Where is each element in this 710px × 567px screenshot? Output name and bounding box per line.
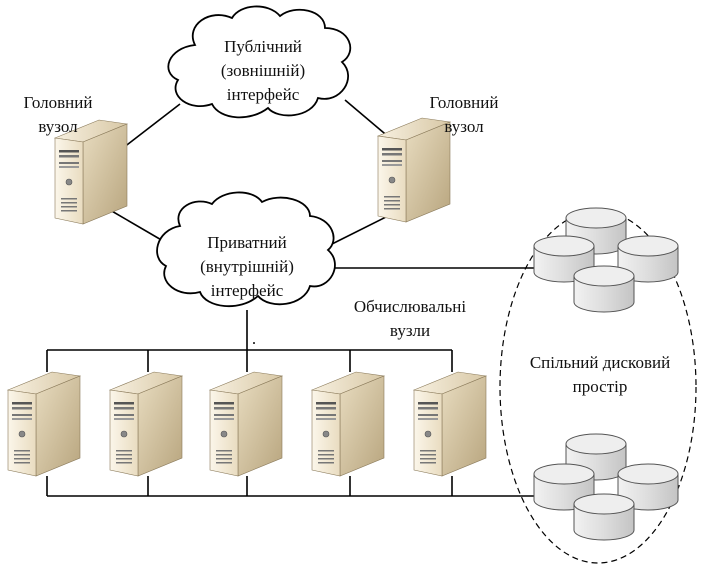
public-label-line2: (зовнішній)	[221, 61, 305, 80]
disk-group-top	[533, 207, 679, 313]
private-label-line2: (внутрішній)	[200, 257, 294, 276]
compute-label-line1: Обчислювальні	[354, 297, 466, 316]
compute-node-4-server-icon	[311, 371, 385, 477]
network-lines	[46, 99, 545, 497]
disk-icon	[573, 265, 635, 313]
compute-node-5-server-icon	[413, 371, 487, 477]
compute-label-line2: вузли	[390, 321, 430, 340]
public-label-line3: інтерфейс	[227, 85, 300, 104]
stray-dot: .	[252, 329, 256, 348]
compute-node-3-server-icon	[209, 371, 283, 477]
head-right-label-line1: Головний	[430, 93, 499, 112]
disk-icon	[573, 493, 635, 541]
head-left-label-line2: вузол	[38, 117, 78, 136]
storage-label-line2: простір	[573, 377, 628, 396]
private-label-line1: Приватний	[207, 233, 287, 252]
compute-node-2-server-icon	[109, 371, 183, 477]
storage-boundary	[499, 210, 697, 564]
compute-node-1-server-icon	[7, 371, 81, 477]
private-label-line3: інтерфейс	[211, 281, 284, 300]
public-cloud	[167, 5, 352, 119]
head-node-right-server-icon	[377, 117, 451, 223]
head-right-label-line2: вузол	[444, 117, 484, 136]
disk-group-bottom	[533, 433, 679, 541]
storage-label-line1: Спільний дисковий	[530, 353, 670, 372]
private-cloud	[156, 191, 336, 308]
head-left-label-line1: Головний	[24, 93, 93, 112]
public-label-line1: Публічний	[224, 37, 302, 56]
